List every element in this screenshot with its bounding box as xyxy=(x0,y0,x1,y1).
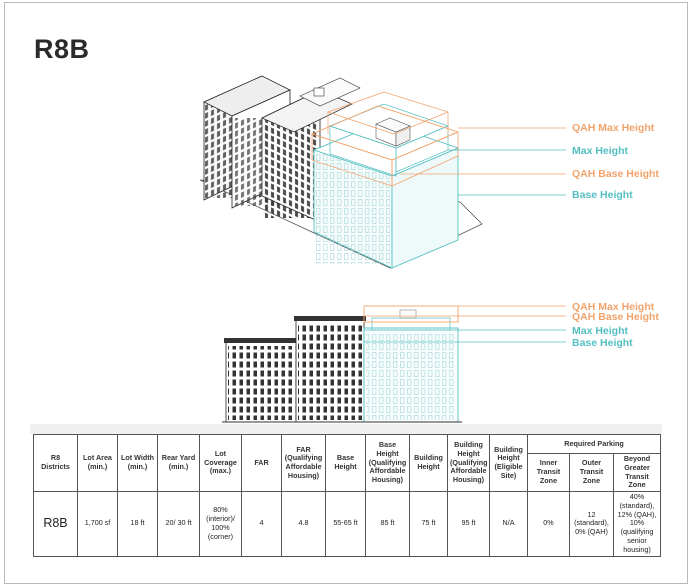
cell-building-height: 75 ft xyxy=(409,491,448,557)
cell-district: R8B xyxy=(33,491,78,557)
header-lot-coverage: Lot Coverage (max.) xyxy=(199,433,242,493)
zoning-table: R8 Districts Lot Area (min.) Lot Width (… xyxy=(33,433,662,557)
header-lot-width: Lot Width (min.) xyxy=(117,433,158,493)
page-title: R8B xyxy=(34,34,90,64)
cell-rear-yard: 20/ 30 ft xyxy=(157,491,200,557)
cell-inner-transit: 0% xyxy=(527,491,570,557)
cell-far: 4 xyxy=(241,491,282,557)
header-far-qah: FAR (Qualifying Affordable Housing) xyxy=(281,433,326,493)
header-inner-transit: Inner Transit Zone xyxy=(527,452,570,493)
isometric-drawing xyxy=(199,75,566,269)
header-districts: R8 Districts xyxy=(33,433,78,493)
header-building-height-eligible: Building Height (Eligible Site) xyxy=(489,433,528,493)
cell-beyond-transit: 40% (standard), 12% (QAH), 10% (qualifyi… xyxy=(612,491,662,557)
cell-building-height-qah: 95 ft xyxy=(447,491,490,557)
header-base-height: Base Height xyxy=(325,433,366,493)
header-lot-area: Lot Area (min.) xyxy=(77,433,118,493)
label-max-height-top: Max Height xyxy=(572,145,629,157)
cell-outer-transit: 12 (standard), 0% (QAH) xyxy=(569,491,614,557)
label-base-height-bottom: Base Height xyxy=(572,337,633,349)
cell-base-height: 55-65 ft xyxy=(325,491,366,557)
label-qah-base-height-top: QAH Base Height xyxy=(572,168,659,180)
label-base-height-top: Base Height xyxy=(572,189,633,201)
cell-far-qah: 4.8 xyxy=(281,491,326,557)
cell-lot-coverage: 80% (interior)/ 100% (corner) xyxy=(199,491,242,557)
header-required-parking: Required Parking xyxy=(526,434,662,454)
header-rear-yard: Rear Yard (min.) xyxy=(157,433,200,493)
label-qah-base-height-bottom: QAH Base Height xyxy=(572,311,659,323)
table-row: R8B 1,700 sf 18 ft 20/ 30 ft 80% (interi… xyxy=(33,491,662,557)
page-frame xyxy=(4,2,688,584)
building-illustrations xyxy=(199,75,566,423)
header-outer-transit: Outer Transit Zone xyxy=(569,452,614,493)
cell-lot-width: 18 ft xyxy=(117,491,158,557)
table-top-band xyxy=(30,424,662,434)
label-max-height-bottom: Max Height xyxy=(572,325,629,337)
header-far: FAR xyxy=(241,433,282,493)
cell-lot-area: 1,700 sf xyxy=(77,491,118,557)
cell-base-height-qah: 85 ft xyxy=(365,491,410,557)
header-beyond-transit: Beyond Greater Transit Zone xyxy=(612,452,662,493)
elevation-drawing xyxy=(222,305,566,423)
cell-building-height-eligible: N/A xyxy=(489,491,528,557)
header-building-height-qah: Building Height (Qualifying Affordable H… xyxy=(447,433,490,493)
label-qah-max-height-bottom: QAH Max Height xyxy=(572,301,655,313)
header-base-height-qah: Base Height (Qualifying Affordable Housi… xyxy=(365,433,410,493)
header-building-height: Building Height xyxy=(409,433,448,493)
label-qah-max-height-top: QAH Max Height xyxy=(572,122,655,134)
